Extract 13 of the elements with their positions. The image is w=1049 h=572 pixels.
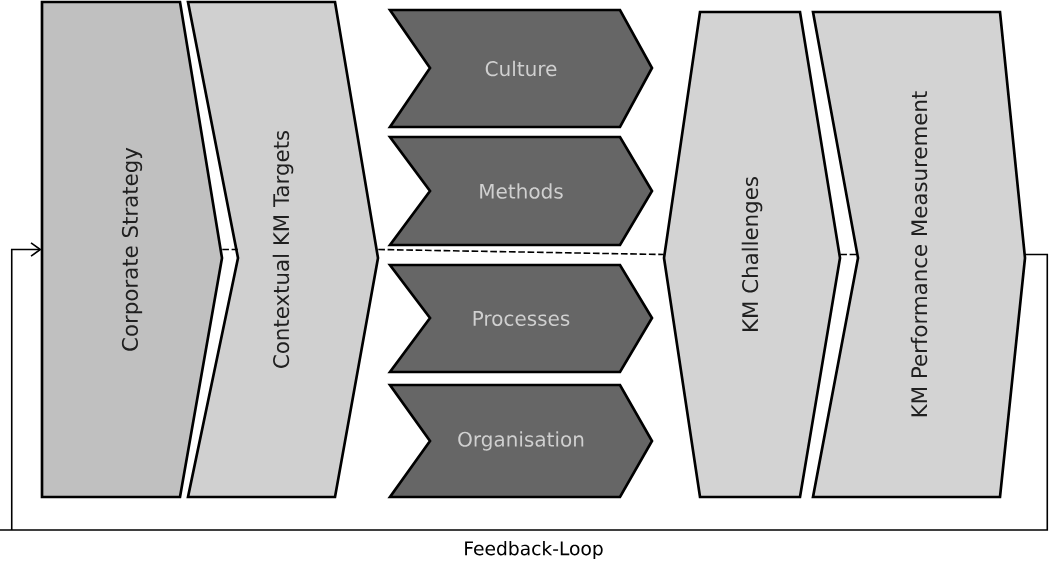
connector bbox=[221, 248, 239, 251]
chevron-block: Contextual KM Targets bbox=[186, 0, 380, 499]
hexagon-block: KM Challenges bbox=[662, 10, 842, 499]
node-label: KM Performance Measurement bbox=[910, 91, 928, 417]
chevron-block: Culture bbox=[387, 8, 654, 129]
chevron-block: Processes bbox=[387, 263, 654, 374]
chevron-block: KM Performance Measurement bbox=[811, 10, 1027, 499]
connector bbox=[839, 253, 859, 256]
chevron-block: Methods bbox=[387, 135, 654, 247]
edge-label: Feedback-Loop bbox=[465, 541, 603, 560]
chevron-block: Organisation bbox=[387, 383, 654, 499]
chevron-block: Corporate Strategy bbox=[40, 0, 224, 499]
connector bbox=[0, 242, 1049, 531]
